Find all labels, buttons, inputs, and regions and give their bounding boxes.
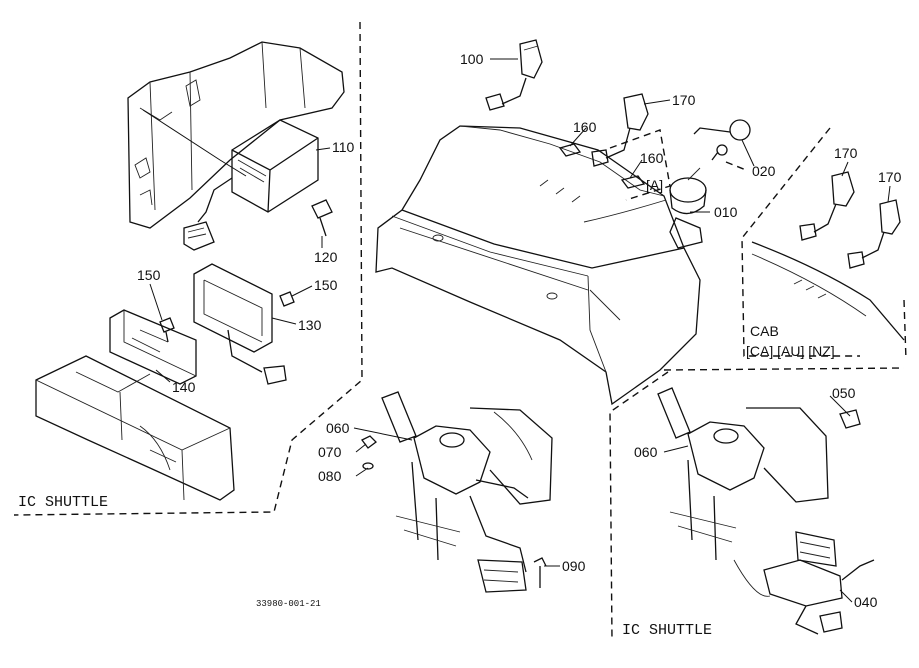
key-020 [693,119,751,171]
label-100: 100 [460,51,484,67]
covers-160 [558,129,671,201]
leader-lines [149,58,891,603]
label-060-center: 060 [326,420,350,436]
label-060-right: 060 [634,444,658,460]
label-160-bracket: 160 [640,150,664,166]
control-unit-110 [183,119,319,251]
label-150-left: 150 [137,267,161,283]
switch-170-cab-right [847,199,901,269]
key-switch-010 [669,167,707,249]
label-150-right: 150 [314,277,338,293]
mounting-frame [35,355,235,501]
label-050: 050 [832,385,856,401]
label-160-top: 160 [573,119,597,135]
label-170-cab-left: 170 [834,145,858,161]
combination-switch-center [361,391,553,593]
label-040: 040 [854,594,878,610]
label-140: 140 [172,379,196,395]
label-070: 070 [318,444,342,460]
label-a-variant: [A] [646,177,663,193]
bracket-assembly-140 [109,309,197,385]
bolts-150 [159,291,295,343]
section-labels: IC SHUTTLE IC SHUTTLE CAB [CA] [AU] [NZ]… [18,323,835,639]
label-010: 010 [714,204,738,220]
cab-panel [751,241,905,341]
label-120: 120 [314,249,338,265]
drawing-number: 33980-001-21 [256,599,321,609]
label-110: 110 [332,139,355,155]
part-labels: 100 170 160 160 [A] 020 010 170 170 110 … [137,51,902,610]
label-080: 080 [318,468,342,484]
fender-panel-assembly [127,41,345,251]
label-170-cab-right: 170 [878,169,902,185]
cab-variants: [CA] [AU] [NZ] [746,343,835,359]
ic-shuttle-label-left: IC SHUTTLE [18,494,108,511]
switch-170-center [591,93,649,167]
section-dividers [13,21,907,641]
switch-100 [485,39,543,111]
control-unit-130 [193,263,287,385]
ic-shuttle-label-right: IC SHUTTLE [622,622,712,639]
switch-170-cab-left [799,171,855,241]
dashboard-hood [375,125,701,406]
bolt-120 [311,199,333,237]
label-090: 090 [562,558,586,574]
cab-title: CAB [750,323,779,339]
combination-switch-right [657,387,875,635]
label-170-center: 170 [672,92,696,108]
label-020: 020 [752,163,776,179]
label-130: 130 [298,317,322,333]
